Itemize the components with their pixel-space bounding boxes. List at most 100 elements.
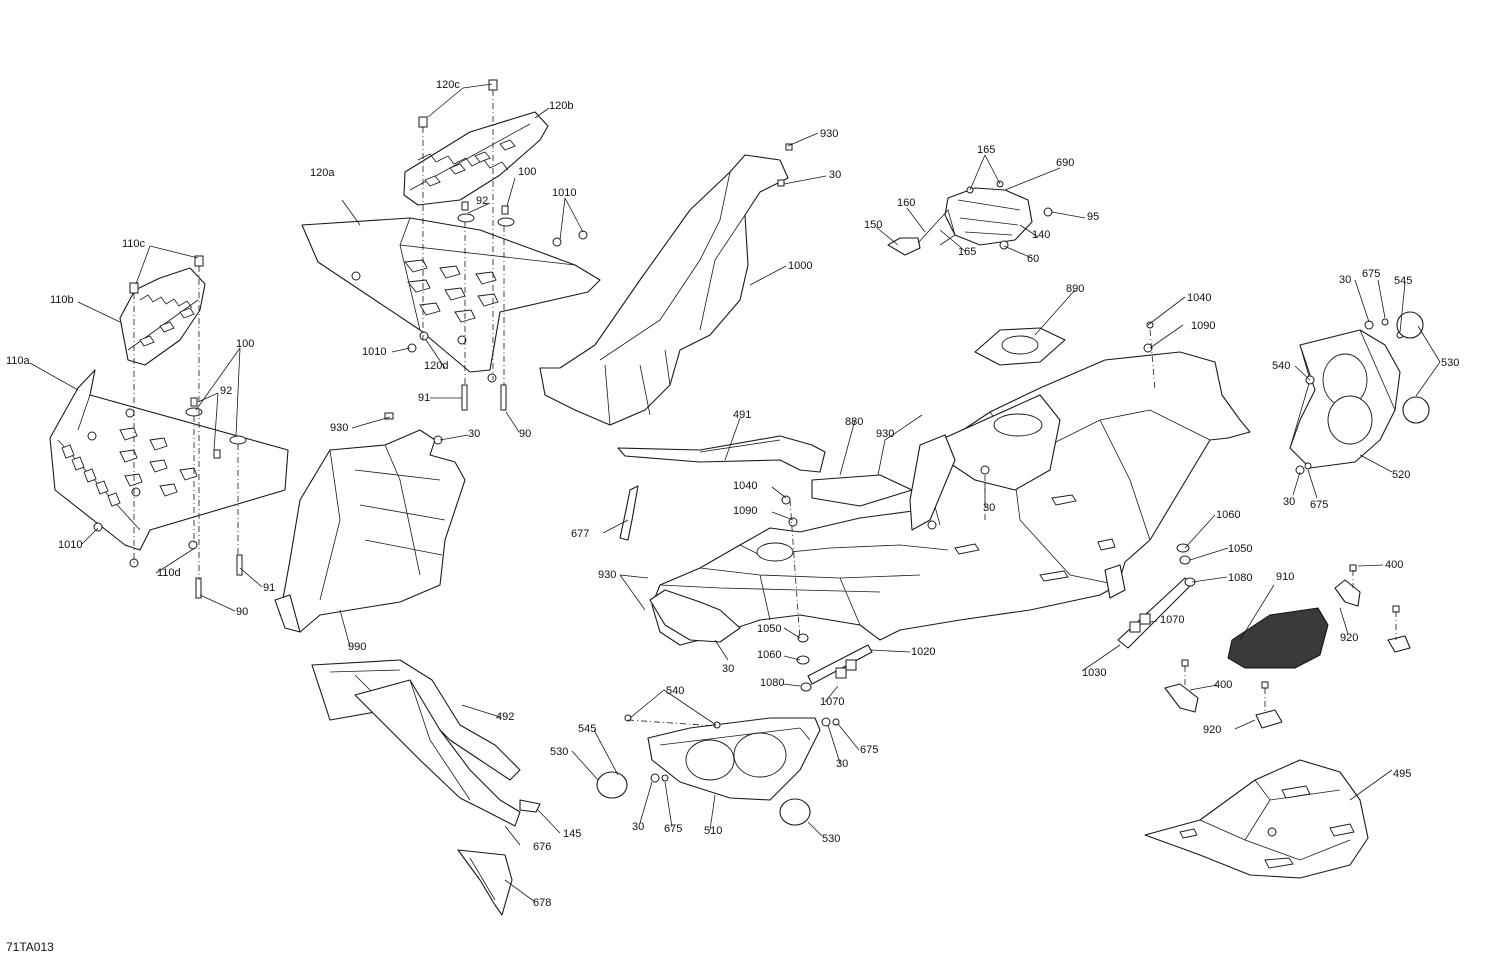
callout-140: 140 <box>1032 229 1050 241</box>
callout-100: 100 <box>236 338 254 350</box>
callout-165: 165 <box>977 144 995 156</box>
callout-930: 930 <box>330 422 348 434</box>
callout-1030: 1030 <box>1082 667 1106 679</box>
callout-1070: 1070 <box>1160 614 1184 626</box>
callout-930: 930 <box>820 128 838 140</box>
callout-labels: 120c 120b 120a 100 92 1010 1010 120d 91 … <box>6 79 1459 954</box>
callout-1050: 1050 <box>1228 543 1252 555</box>
footrest-hardware-120 <box>407 79 588 411</box>
callout-930: 930 <box>598 569 616 581</box>
callout-1060: 1060 <box>757 649 781 661</box>
callout-1020: 1020 <box>911 646 935 658</box>
callout-1010: 1010 <box>362 346 386 358</box>
callout-920: 920 <box>1203 724 1221 736</box>
side-panel-1000 <box>539 143 793 426</box>
callout-145: 145 <box>563 828 581 840</box>
callout-30: 30 <box>1339 274 1351 286</box>
callout-675: 675 <box>664 823 682 835</box>
callout-1080: 1080 <box>760 677 784 689</box>
callout-676: 676 <box>533 841 551 853</box>
callout-1000: 1000 <box>788 260 812 272</box>
callout-91: 91 <box>263 582 275 594</box>
callout-92: 92 <box>476 195 488 207</box>
callout-540: 540 <box>666 685 684 697</box>
callout-110c: 110c <box>122 238 146 250</box>
bracket-1030 <box>1117 543 1196 649</box>
callout-1050: 1050 <box>757 623 781 635</box>
callout-1040: 1040 <box>733 480 757 492</box>
callout-920: 920 <box>1340 632 1358 644</box>
callout-880: 880 <box>845 416 863 428</box>
callout-60: 60 <box>1027 253 1039 265</box>
callout-95: 95 <box>1087 211 1099 223</box>
bumper-920-left <box>1164 659 1283 729</box>
callout-90: 90 <box>236 606 248 618</box>
callout-30: 30 <box>468 428 480 440</box>
callout-150: 150 <box>864 219 882 231</box>
callout-540: 540 <box>1272 360 1290 372</box>
callout-890: 890 <box>1066 283 1084 295</box>
callout-400: 400 <box>1385 559 1403 571</box>
callout-110b: 110b <box>50 294 74 306</box>
skid-plate-495 <box>1144 759 1369 879</box>
callout-30: 30 <box>829 169 841 181</box>
callout-990: 990 <box>348 641 366 653</box>
callout-1010: 1010 <box>552 187 576 199</box>
callout-30: 30 <box>1283 496 1295 508</box>
callout-675: 675 <box>1310 499 1328 511</box>
bracket-690 <box>887 180 1053 256</box>
callout-545: 545 <box>1394 275 1412 287</box>
pad-880 <box>811 474 913 507</box>
callout-491: 491 <box>733 409 751 421</box>
pad-890 <box>974 327 1066 366</box>
callout-1080: 1080 <box>1228 572 1252 584</box>
callout-545: 545 <box>578 723 596 735</box>
callout-160: 160 <box>897 197 915 209</box>
footpeg-110b <box>119 267 206 366</box>
callout-120c: 120c <box>436 79 460 91</box>
callout-1090: 1090 <box>733 505 757 517</box>
callout-910: 910 <box>1276 571 1294 583</box>
callout-90: 90 <box>519 428 531 440</box>
callout-110d: 110d <box>157 567 181 579</box>
callout-30: 30 <box>836 758 848 770</box>
mat-910 <box>1227 607 1329 669</box>
main-body-tub <box>649 321 1251 646</box>
trim-677 <box>619 485 639 541</box>
callout-530: 530 <box>822 833 840 845</box>
callout-677: 677 <box>571 528 589 540</box>
callout-530: 530 <box>1441 357 1459 369</box>
callout-930: 930 <box>876 428 894 440</box>
leader-lines <box>29 83 1441 903</box>
callout-510: 510 <box>704 825 722 837</box>
footrest-hardware-110 <box>93 255 247 599</box>
bumper-920-right <box>1334 564 1411 653</box>
callout-92: 92 <box>220 385 232 397</box>
callout-1010: 1010 <box>58 539 82 551</box>
callout-1070: 1070 <box>820 696 844 708</box>
callout-1060: 1060 <box>1216 509 1240 521</box>
footrest-plate-110a <box>49 369 289 551</box>
trim-676 <box>354 679 541 827</box>
callout-678: 678 <box>533 897 551 909</box>
headlight-housing-520 <box>1289 311 1430 475</box>
headlight-housing-510 <box>596 714 840 826</box>
callout-675: 675 <box>860 744 878 756</box>
callout-30: 30 <box>632 821 644 833</box>
callout-530: 530 <box>550 746 568 758</box>
callout-1040: 1040 <box>1187 292 1211 304</box>
callout-520: 520 <box>1392 469 1410 481</box>
callout-1090: 1090 <box>1191 320 1215 332</box>
callout-30: 30 <box>983 502 995 514</box>
callout-120d: 120d <box>424 360 448 372</box>
side-panel-990 <box>274 412 466 633</box>
callout-30: 30 <box>722 663 734 675</box>
drawing-reference: 71TA013 <box>6 940 54 954</box>
callout-165: 165 <box>958 246 976 258</box>
callout-675: 675 <box>1362 268 1380 280</box>
callout-91: 91 <box>418 392 430 404</box>
callout-120a: 120a <box>310 167 335 179</box>
footpeg-120b <box>403 111 549 206</box>
